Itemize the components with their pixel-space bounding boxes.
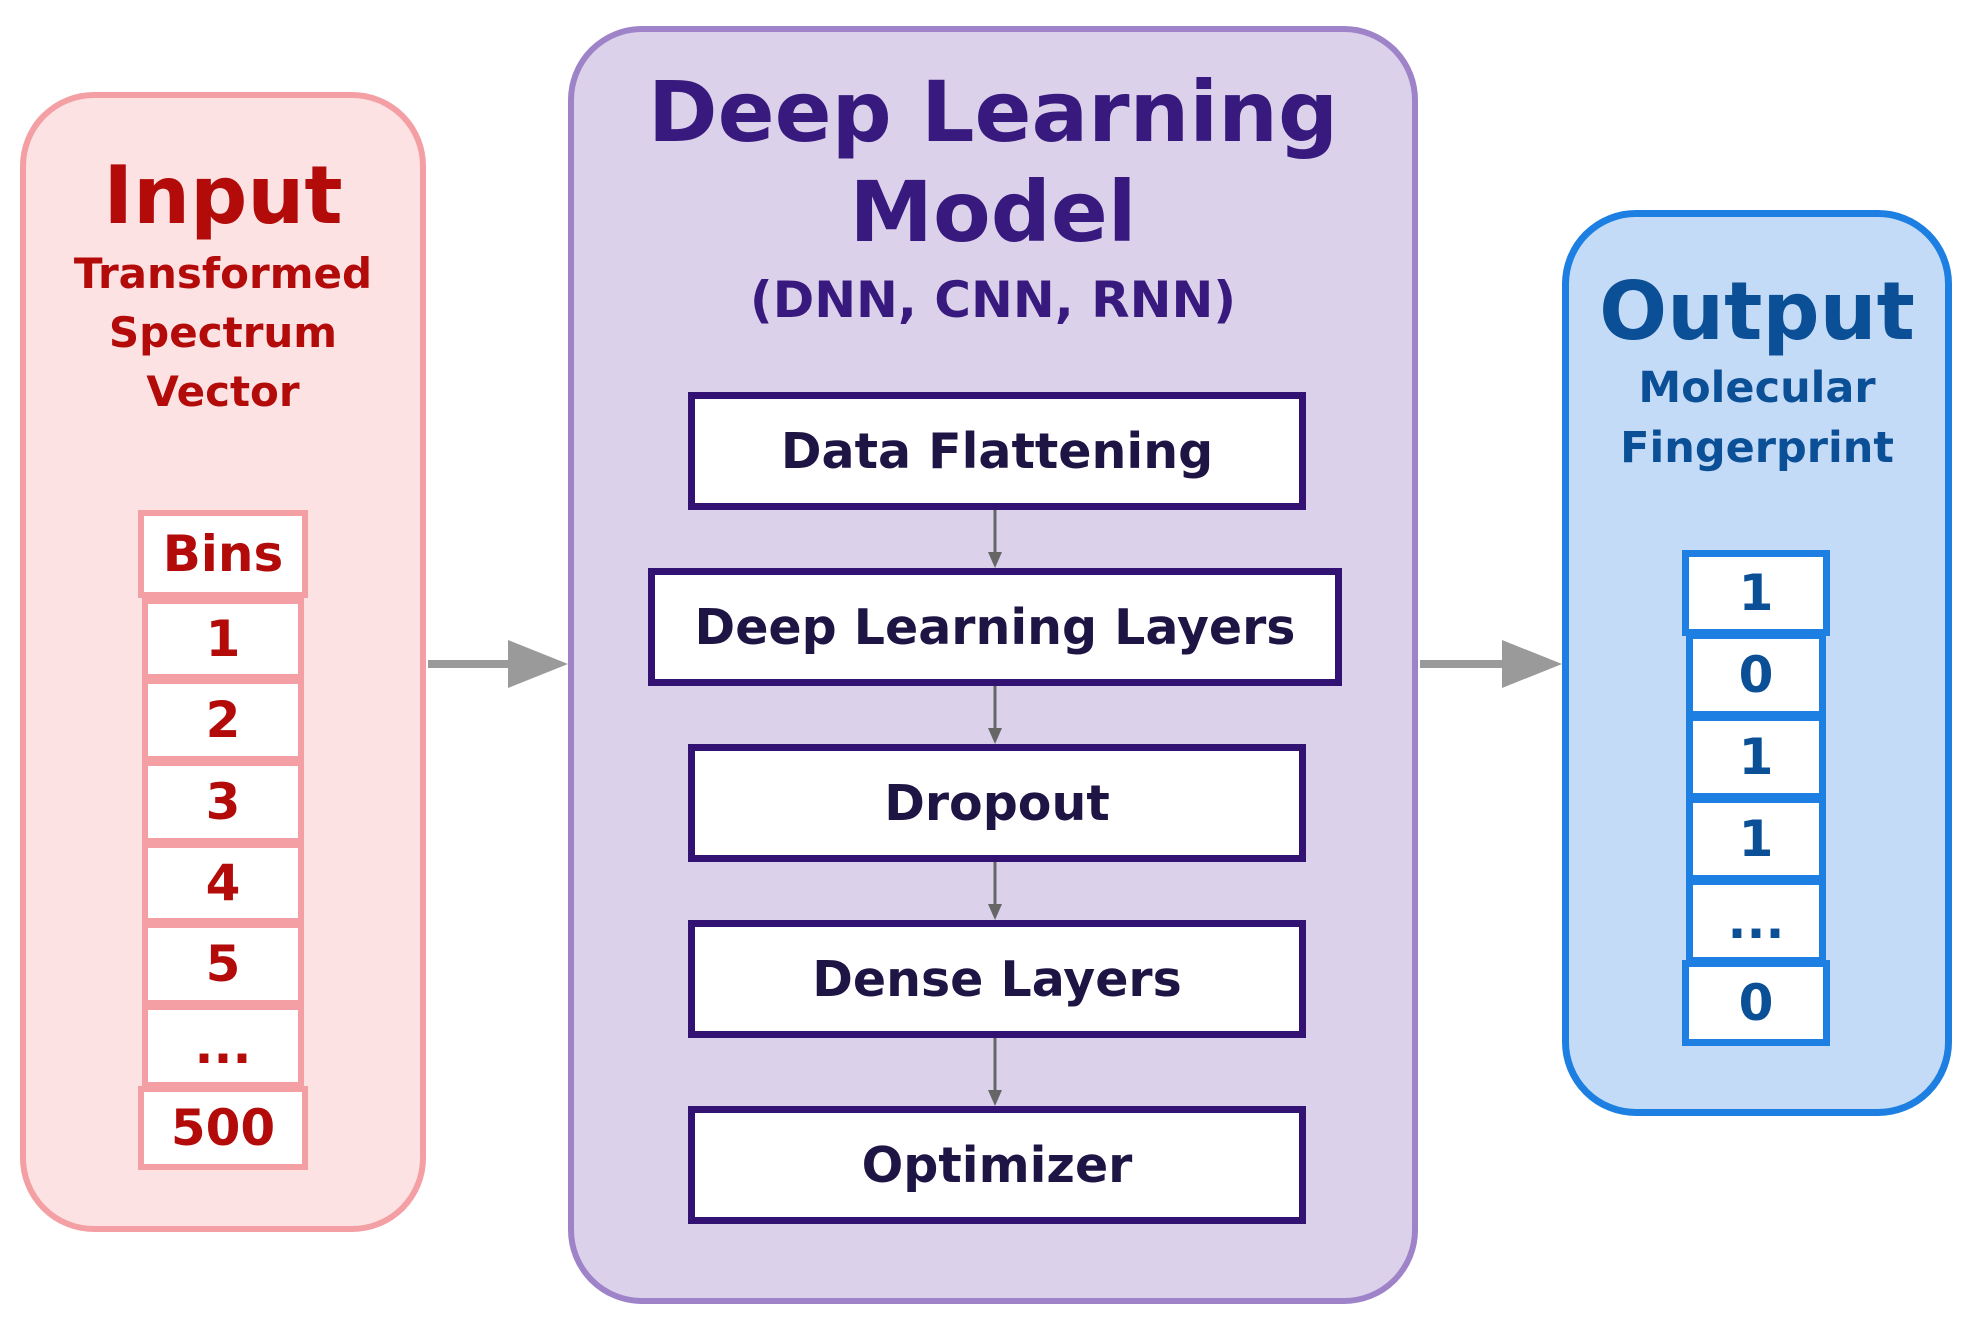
output-subtitle-line: Fingerprint	[1620, 423, 1894, 473]
layer-connector-arrow	[988, 862, 1002, 920]
output-vector-cell: 1	[1686, 714, 1826, 800]
layer-connector-arrow	[988, 686, 1002, 744]
output-vector-cell: ...	[1686, 878, 1826, 964]
model-to-output-arrow	[1420, 640, 1562, 688]
layer-dense-layers: Dense Layers	[688, 920, 1306, 1038]
layer-optimizer: Optimizer	[688, 1106, 1306, 1224]
input-vector-cell: 5	[142, 922, 304, 1006]
output-subtitle: Molecular Fingerprint	[1562, 358, 1952, 478]
input-vector-header: Bins	[138, 510, 308, 598]
input-subtitle-line: Vector	[146, 367, 300, 416]
output-vector-cell: 1	[1686, 796, 1826, 882]
layer-deep-learning-layers: Deep Learning Layers	[648, 568, 1342, 686]
output-subtitle-line: Molecular	[1638, 363, 1876, 413]
input-subtitle: Transformed Spectrum Vector	[20, 244, 426, 421]
model-title-line: Model	[849, 163, 1137, 261]
input-vector-cell: 2	[142, 678, 304, 762]
model-title-line: Deep Learning	[647, 63, 1339, 161]
input-subtitle-line: Spectrum	[108, 308, 338, 357]
layer-data-flattening: Data Flattening	[688, 392, 1306, 510]
input-subtitle-line: Transformed	[73, 249, 373, 298]
model-subtitle: (DNN, CNN, RNN)	[749, 271, 1237, 329]
input-vector-cell: ...	[142, 1004, 304, 1088]
input-vector-cell: 500	[138, 1086, 308, 1170]
layer-connector-arrow	[988, 510, 1002, 568]
output-title: Output	[1599, 265, 1915, 358]
model-title: Deep Learning Model	[568, 62, 1418, 262]
input-vector-cell: 4	[142, 842, 304, 924]
output-vector-cell: 0	[1682, 960, 1830, 1046]
input-vector-cell: 3	[142, 760, 304, 844]
layer-dropout: Dropout	[688, 744, 1306, 862]
input-vector-cell: 1	[142, 598, 304, 680]
layer-connector-arrow	[988, 1038, 1002, 1106]
input-title: Input	[103, 149, 343, 242]
input-to-model-arrow	[428, 640, 568, 688]
